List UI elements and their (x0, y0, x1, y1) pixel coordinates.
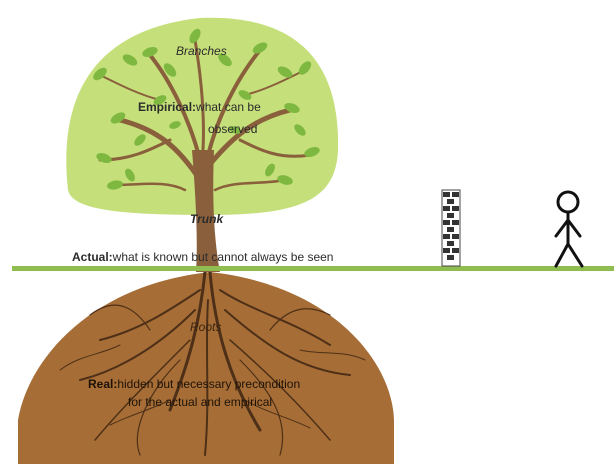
actual-label: Actual:what is known but cannot always b… (72, 250, 333, 264)
roots (59, 270, 366, 456)
empirical-label: Empirical:what can be (138, 100, 261, 114)
empirical-desc-line1: what can be (196, 100, 261, 114)
branches-label: Branches (176, 44, 227, 58)
tree-branches (98, 38, 312, 192)
actual-term: Actual: (72, 250, 113, 264)
stick-figure (554, 190, 584, 268)
actual-desc: what is known but cannot always be seen (112, 250, 334, 264)
real-label: Real:hidden but necessary precondition (88, 377, 300, 391)
trunk-label: Trunk (190, 212, 224, 226)
tree-leaves (93, 28, 320, 190)
real-term: Real: (88, 377, 118, 391)
roots-label: Roots (190, 320, 222, 334)
real-desc-line1: hidden but necessary precondition (117, 377, 301, 391)
soil-mound (18, 272, 394, 464)
real-desc-line2: for the actual and empirical (128, 395, 273, 409)
brick-wall (441, 189, 461, 267)
empirical-desc-line2: observed (208, 122, 258, 136)
empirical-term: Empirical: (138, 100, 197, 114)
ground-line (12, 266, 614, 271)
